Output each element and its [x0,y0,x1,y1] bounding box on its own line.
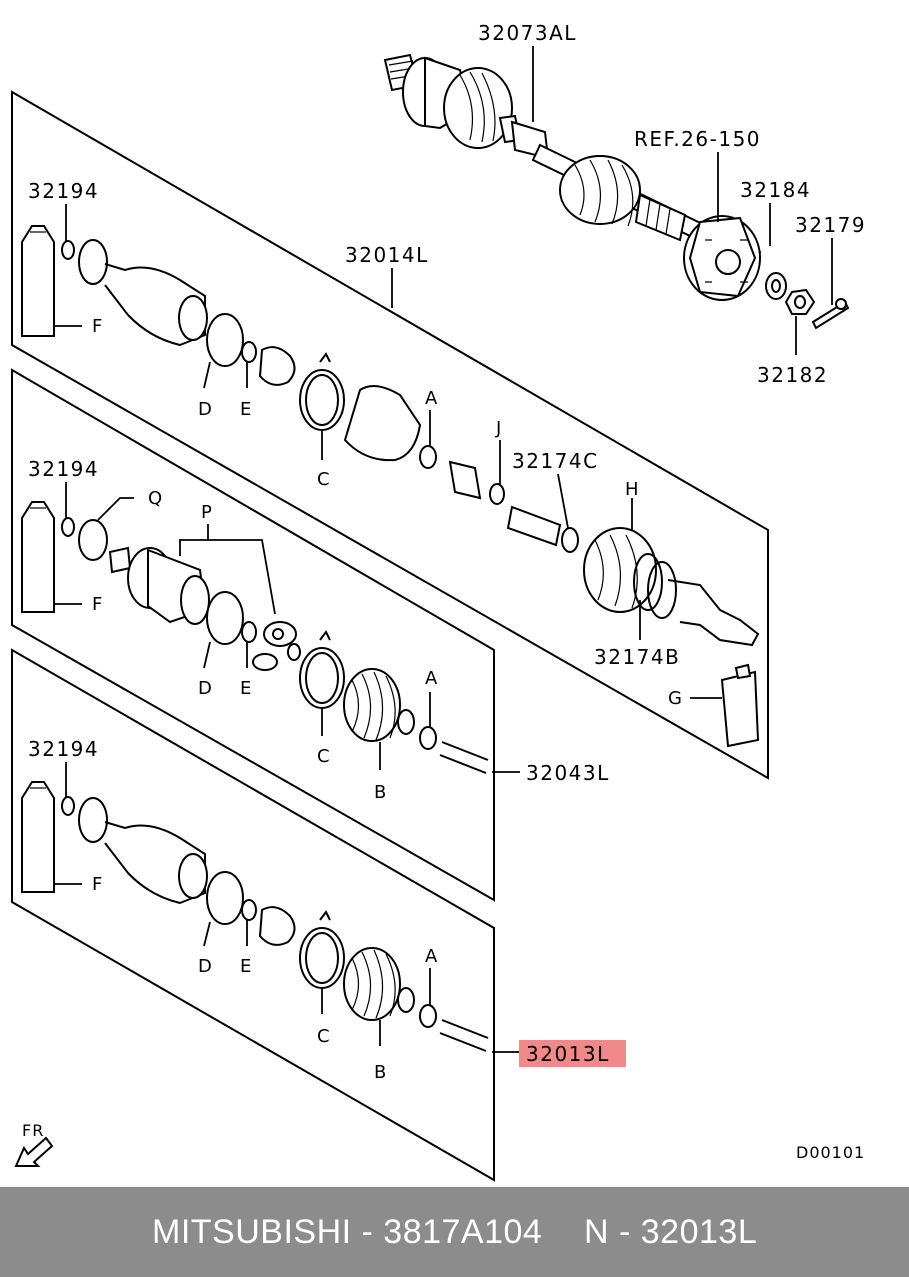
grease-tube-1 [21,225,55,337]
label-C-1: C [317,469,330,490]
label-32174C: 32174C [512,449,599,473]
label-F-1: F [92,316,102,337]
label-32194-3: 32194 [28,737,99,761]
front-arrow-icon [14,1136,54,1167]
label-B-2: B [374,782,386,803]
clip-E-3 [241,899,257,921]
kit-frame-32013L [11,648,495,1182]
shaft-stub-2 [439,741,489,774]
ring-D-1 [206,313,244,367]
label-H: H [625,479,639,500]
washer-32184 [765,272,787,300]
footer-brand: MITSUBISHI - 3817A104 [152,1213,543,1251]
label-fr: FR [22,1121,44,1140]
label-E-2: E [240,678,251,699]
label-ref: REF.26-150 [634,127,761,151]
label-32043L: 32043L [526,761,610,785]
label-32013L: 32013L [526,1042,610,1066]
kit-frame-32014L [11,90,769,780]
label-32194-1: 32194 [28,179,99,203]
label-D-2: D [198,678,212,699]
hub-flange [683,215,761,301]
shaft-stub-3 [439,1019,489,1052]
label-P: P [201,502,212,523]
boot-1 [343,385,422,462]
clip-E-1 [241,341,257,363]
grease-bottle-G [720,663,760,748]
clip-A-2 [419,726,437,750]
label-Q: Q [148,488,162,509]
cotter-pin-32179 [811,298,850,330]
outer-joint-3 [78,797,208,905]
clip-32194-1 [61,240,75,260]
band-C-1 [299,352,345,431]
damper [448,460,482,500]
label-C-3: C [317,1026,330,1047]
clip-E-2 [241,621,257,643]
label-F-2: F [92,594,102,615]
label-E-3: E [240,956,251,977]
clip-J [489,483,505,505]
label-32014L: 32014L [345,243,429,267]
clip-A-3 [419,1004,437,1028]
boot-B-3 [343,947,415,1021]
grease-tube-2 [21,501,55,613]
label-A-2: A [425,668,438,689]
label-32194-2: 32194 [28,457,99,481]
label-A-3: A [425,946,438,967]
tripod-3 [258,906,296,946]
label-A-1: A [425,388,438,409]
label-D-1: D [198,399,212,420]
label-J: J [495,418,501,439]
grease-tube-3 [21,781,55,893]
label-F-3: F [92,874,102,895]
clip-A-1 [419,445,437,469]
kit-frame-32043L [11,368,495,902]
label-E-1: E [240,399,251,420]
diagram-code: D00101 [796,1143,865,1162]
clip-32194-3 [61,796,75,816]
label-G: G [668,688,682,709]
clip-32194-2 [61,517,75,537]
parts-diagram: 32073AL REF.26-150 32184 32179 32182 320… [11,21,866,1182]
label-B-3: B [374,1062,386,1083]
nut-32182 [784,288,816,315]
footer-part-number: N - 32013L [584,1213,758,1251]
outer-joint-1 [78,239,208,347]
footer-bar: MITSUBISHI - 3817A104 N - 32013L [0,1187,909,1277]
label-32179: 32179 [795,213,866,237]
band-C-3 [299,910,345,989]
inner-joint-H [583,527,760,647]
label-32184: 32184 [740,178,811,202]
label-32174B: 32174B [594,645,680,669]
shaft-1 [506,505,562,547]
tripod-housing-P [108,546,210,625]
boot-B-2 [343,668,415,742]
label-32182: 32182 [757,363,828,387]
clip-32174C [561,527,579,553]
highlight-32013L [519,1040,626,1067]
ring-D-3 [206,871,244,925]
ring-D-2 [206,591,244,645]
ring-Q [78,519,108,561]
label-C-2: C [317,746,330,767]
tripod-spider-2 [252,621,301,671]
label-32073AL: 32073AL [478,21,577,45]
band-C-2 [299,630,345,709]
label-D-3: D [198,956,212,977]
tripod-1 [258,346,296,386]
